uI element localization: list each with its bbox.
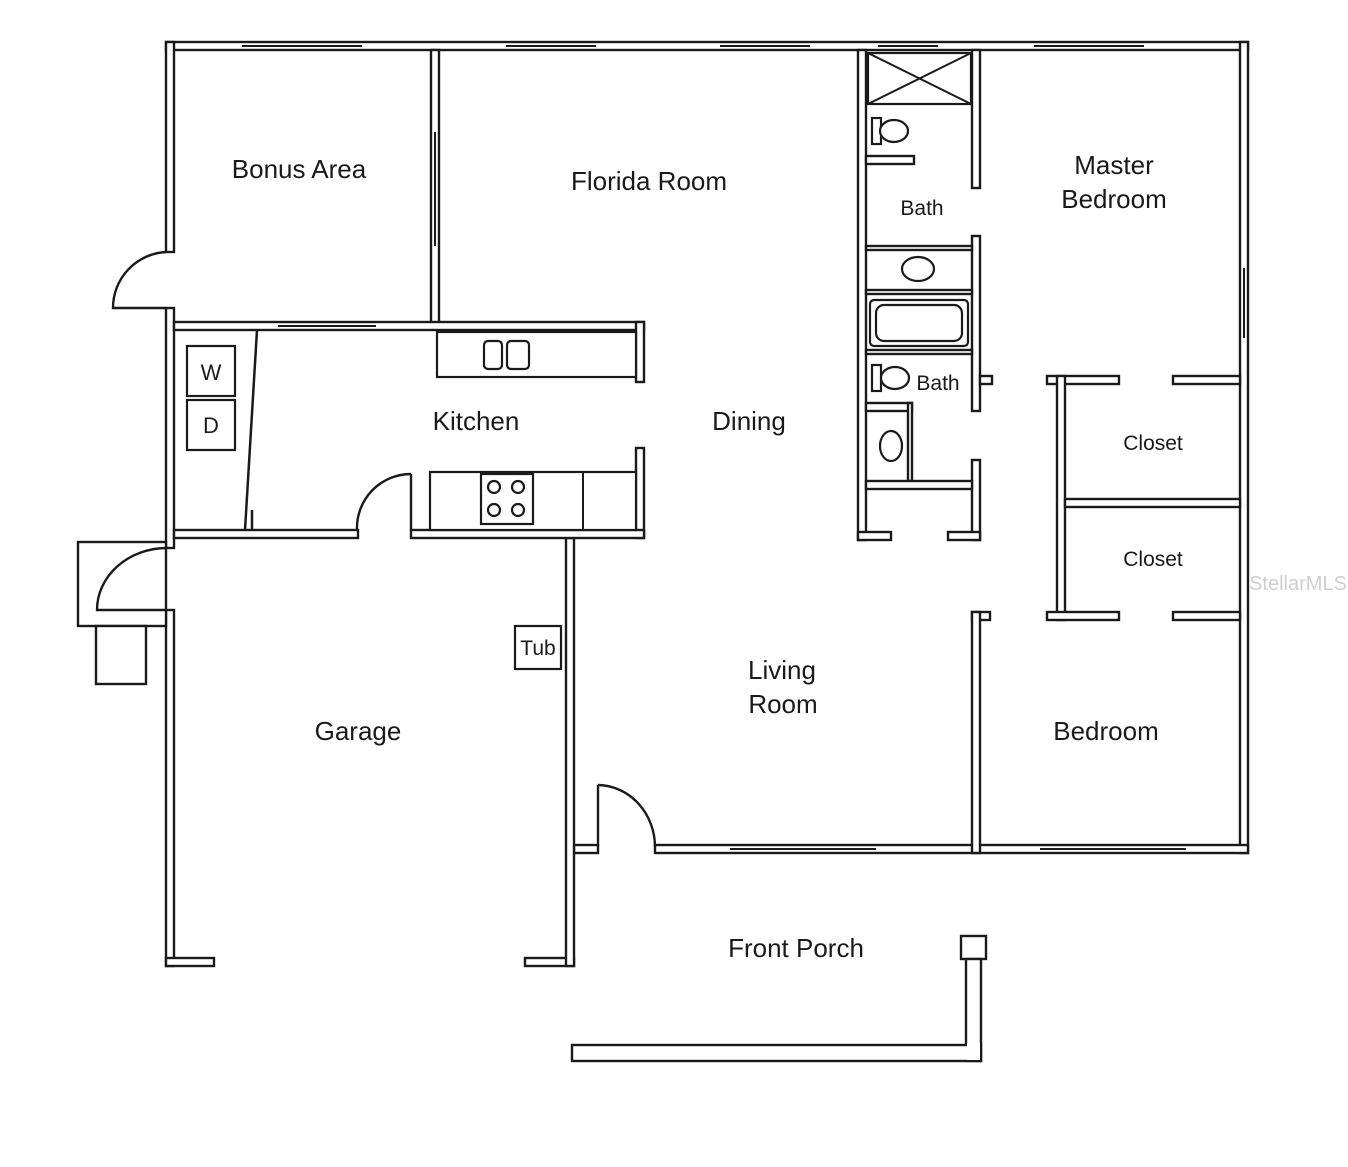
room-labels: Bonus Area Florida Room Bath Master Bedr… (232, 150, 1183, 963)
label-bath-upper: Bath (900, 197, 943, 220)
kitchen-range (479, 472, 535, 526)
watermark: StellarMLS (1249, 573, 1347, 595)
kitchen-counter-upper (435, 330, 638, 379)
washer (185, 344, 237, 398)
porch-railing (570, 1043, 983, 1063)
label-bath-lower: Bath (916, 372, 959, 395)
exterior-walls (164, 40, 1250, 968)
label-kitchen: Kitchen (433, 406, 520, 436)
label-living-room-line1: Living (748, 655, 816, 685)
windows (242, 45, 1245, 850)
label-florida-room: Florida Room (571, 166, 727, 196)
toilet-lower (870, 363, 883, 393)
label-dryer: D (203, 413, 219, 438)
dryer (185, 398, 237, 452)
label-living-room-line2: Room (748, 689, 817, 719)
laundry-tub (513, 624, 563, 671)
label-bonus-area: Bonus Area (232, 154, 367, 184)
door-swing-kitchen (355, 472, 412, 531)
doors (76, 250, 657, 848)
door-swing-garage (95, 546, 167, 612)
label-master-bedroom-line1: Master (1074, 150, 1154, 180)
sink-upper (900, 255, 936, 283)
fixtures (185, 51, 988, 1063)
door-swing-front (597, 783, 657, 848)
label-dining: Dining (712, 406, 786, 436)
label-closet-lower: Closet (1123, 548, 1183, 571)
appliance-labels: W D Tub (201, 360, 556, 660)
label-master-bedroom-line2: Bedroom (1061, 184, 1167, 214)
door-swing-bonus (111, 250, 167, 310)
sink-lower (878, 429, 904, 463)
porch-column (959, 934, 988, 961)
interior-walls (172, 48, 1242, 855)
label-washer: W (201, 360, 222, 385)
label-tub: Tub (520, 637, 555, 660)
label-closet-upper: Closet (1123, 432, 1183, 455)
label-bedroom: Bedroom (1053, 716, 1159, 746)
label-garage: Garage (315, 716, 402, 746)
label-front-porch: Front Porch (728, 933, 864, 963)
kitchen-sink (482, 339, 504, 371)
